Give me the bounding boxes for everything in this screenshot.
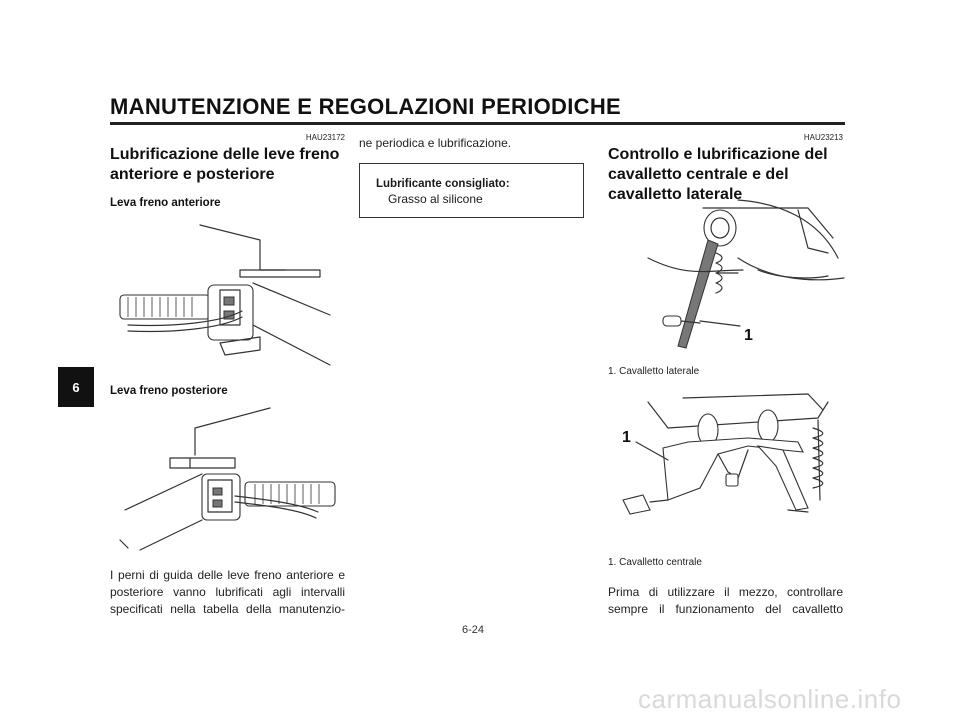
- front-lever-label: Leva freno anteriore: [110, 197, 221, 209]
- side-stand-callout: 1: [744, 327, 753, 344]
- watermark: carmanualsonline.info: [638, 684, 902, 714]
- chapter-tab: 6: [58, 367, 94, 407]
- side-stand-caption: 1. Cavalletto laterale: [608, 366, 700, 377]
- body-text-line: Prima di utilizzare il mezzo, controllar…: [608, 585, 843, 599]
- lubricant-box-value: Grasso al silicone: [388, 192, 483, 206]
- rear-brake-lever-illustration: [119, 407, 336, 551]
- body-text-line: ne periodica e lubrificazione.: [359, 136, 512, 150]
- header-rule: [110, 122, 845, 125]
- page-number: 6-24: [462, 624, 485, 636]
- lubricant-box: Lubrificante consigliato: Grasso al sili…: [359, 163, 584, 218]
- section-title-line-1: Lubrificazione delle leve freno: [110, 146, 340, 163]
- body-text-line: specificati nella tabella della manutenz…: [110, 602, 345, 616]
- page-header-title: MANUTENZIONE E REGOLAZIONI PERIODICHE: [110, 94, 622, 119]
- body-text-line: posteriore vanno lubrificati agli interv…: [110, 585, 345, 599]
- section-code: HAU23172: [305, 133, 345, 142]
- section-title-line-3: cavalletto laterale: [608, 186, 743, 203]
- rear-lever-label: Leva freno posteriore: [110, 385, 228, 397]
- body-text-line: I perni di guida delle leve freno anteri…: [110, 568, 345, 582]
- section-title-line-2: cavalletto centrale e del: [608, 166, 789, 183]
- center-stand-caption: 1. Cavalletto centrale: [608, 557, 702, 568]
- body-text-line: sempre il funzionamento del cavalletto: [608, 602, 843, 616]
- center-stand-illustration: 1: [622, 393, 829, 515]
- section-title-line-1: Controllo e lubrificazione del: [608, 146, 828, 163]
- side-stand-illustration: 1: [647, 199, 845, 349]
- lubricant-box-title: Lubrificante consigliato:: [376, 178, 510, 190]
- front-brake-lever-illustration: [119, 224, 331, 366]
- center-stand-callout: 1: [622, 429, 631, 446]
- section-title-line-2: anteriore e posteriore: [110, 166, 275, 183]
- section-code: HAU23213: [803, 133, 843, 142]
